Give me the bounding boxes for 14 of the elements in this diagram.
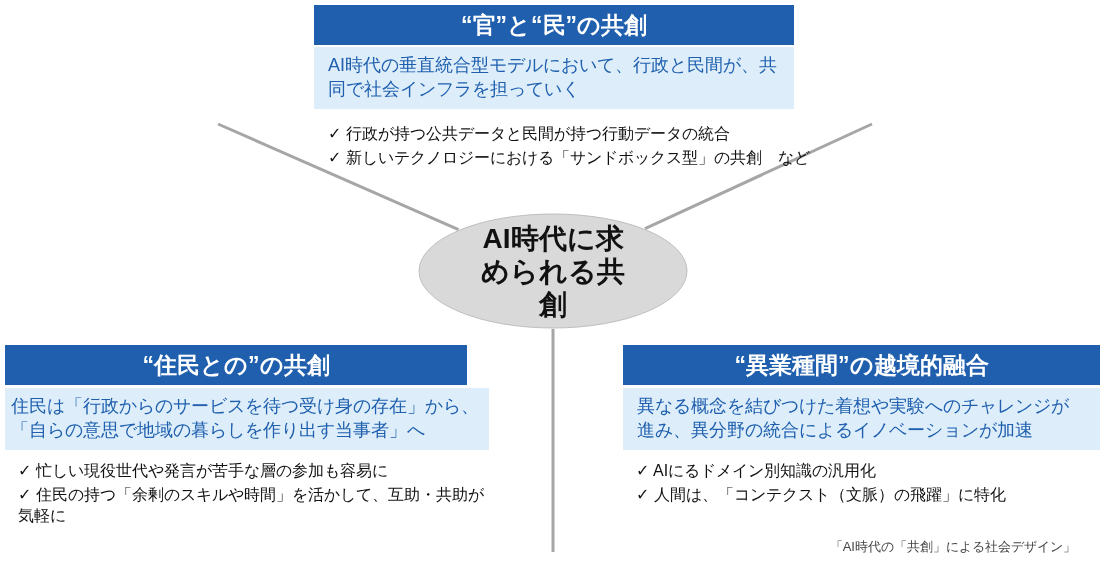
description-box: 住民は「行政からのサービスを待つ受け身の存在」から、「自らの意思で地域の暮らしを作り出す当事者」へ — [5, 388, 489, 450]
check-item: ✓ 住民の持つ「余剰のスキルや時間」を活かして、互助・共助が気軽に — [18, 485, 485, 526]
check-item: ✓ 新しいテクノロジーにおける「サンドボックス型」の共創 など — [328, 148, 811, 168]
description-box: AI時代の垂直統合型モデルにおいて、行政と民間が、共同で社会インフラを担っていく — [314, 47, 794, 109]
topic-text: AI時代に求められる共創 — [480, 222, 626, 321]
description-box: 異なる概念を結びつけた着想や実験へのチャレンジが進み、異分野の統合によるイノベーションが加速 — [623, 388, 1100, 450]
section-heading-bar: “官”と“民”の共創 — [314, 5, 794, 45]
check-item: ✓ 行政が持つ公共データと民間が持つ行動データの統合 — [328, 124, 731, 144]
section-heading-bar: “住民との”の共創 — [5, 345, 467, 385]
check-item: ✓ 人間は、「コンテクスト（文脈）の飛躍」に特化 — [636, 485, 1007, 505]
section-heading-bar: “異業種間”の越境的融合 — [623, 345, 1100, 385]
check-item: ✓ 忙しい現役世代や発言が苦手な層の参加も容易に — [18, 461, 389, 481]
check-item: ✓ AIにるドメイン別知識の汎用化 — [636, 461, 878, 481]
source-caption: 「AI時代の「共創」による社会デザイン」 — [829, 538, 1076, 556]
